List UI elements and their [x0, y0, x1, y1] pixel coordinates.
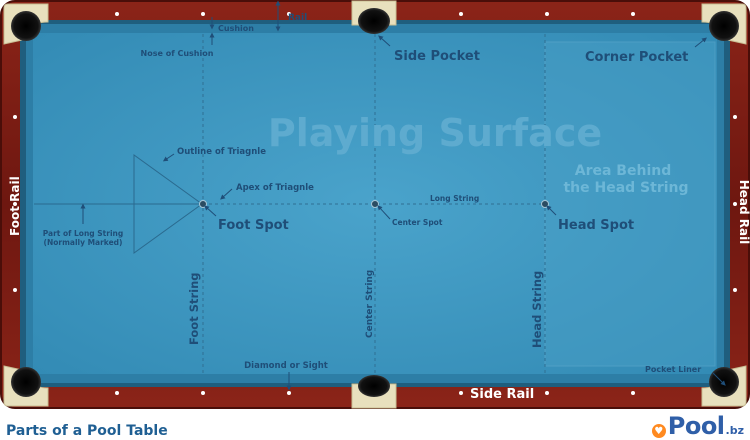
cushion-label: Cushion — [218, 24, 254, 33]
head-rail-label: Head Rail — [737, 180, 750, 245]
heart-icon: ♥ — [651, 424, 666, 438]
side-pocket-bottom — [351, 375, 397, 409]
diamonds-right — [733, 115, 737, 292]
foot-string-label: Foot String — [187, 272, 201, 345]
triangle-arrow — [162, 153, 175, 162]
logo-tld-text: .bz — [725, 424, 744, 437]
head-string-label: Head String — [530, 271, 544, 348]
part-of-long-string-label-line2: (Normally Marked) — [44, 238, 123, 247]
side-pocket-arrow — [378, 35, 391, 47]
part-of-long-string-label-line1: Part of Long String — [43, 229, 124, 238]
logo-main-text: Pool — [667, 412, 725, 440]
nose-of-cushion-label: Nose of Cushion — [141, 49, 214, 58]
triangle-outline — [133, 154, 203, 254]
area-behind-label-line1: Area Behind — [575, 163, 671, 179]
foot-spot-arrow — [204, 205, 217, 217]
side-rail-label: Side Rail — [470, 387, 534, 402]
corner-pocket-top-left — [3, 3, 49, 45]
foot-spot-label: Foot Spot — [218, 218, 289, 233]
diamonds-bottom — [115, 391, 635, 395]
pocket-liner-label: Pocket Liner — [645, 365, 701, 374]
foot-spot — [199, 200, 207, 208]
area-behind-label-line2: the Head String — [563, 180, 688, 196]
page-title: Parts of a Pool Table — [6, 423, 168, 439]
side-pocket-label: Side Pocket — [394, 49, 480, 64]
site-logo[interactable]: ♥ Pool .bz — [651, 410, 744, 440]
playing-surface-label: Playing Surface — [268, 111, 602, 155]
head-spot — [541, 200, 549, 208]
center-spot-label: Center Spot — [392, 218, 443, 227]
apex-of-triangle-label: Apex of Triagnle — [236, 183, 314, 193]
center-string-label: Center String — [365, 270, 375, 338]
foot-rail-label: Foot Rail — [8, 176, 22, 236]
center-spot-arrow — [377, 205, 391, 220]
head-spot-label: Head Spot — [558, 218, 634, 233]
head-spot-arrow — [546, 205, 557, 216]
corner-pocket-arrow — [694, 37, 707, 48]
center-spot — [371, 200, 379, 208]
rail-label: Rail — [288, 13, 307, 23]
diamonds-top — [115, 12, 635, 16]
diamond-or-sight-label: Diamond or Sight — [244, 361, 328, 371]
corner-pocket-top-right — [701, 3, 747, 45]
corner-pocket-label: Corner Pocket — [585, 50, 688, 65]
area-behind-head-string — [544, 41, 716, 367]
pocket-liner-arrow — [712, 372, 726, 386]
side-pocket-top — [351, 0, 397, 34]
corner-pocket-bottom-left — [3, 365, 49, 407]
diamonds-left — [13, 115, 17, 292]
outline-of-triangle-label: Outline of Triagnle — [177, 147, 266, 157]
apex-arrow — [220, 188, 233, 200]
long-string-label: Long String — [430, 194, 479, 203]
